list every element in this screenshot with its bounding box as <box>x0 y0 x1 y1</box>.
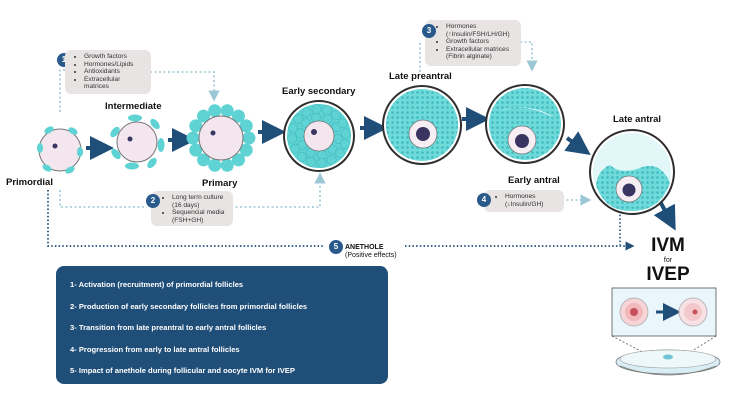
granulosa-cell <box>197 153 211 167</box>
granulosa-cell <box>311 104 322 115</box>
ivm-for: for <box>663 257 673 264</box>
legend-item: 1- Activation (recruitment) of primordia… <box>70 280 244 289</box>
legend-item: 4- Progression from early to late antral… <box>70 344 240 354</box>
stage-label-early-antral: Early antral <box>508 175 560 186</box>
callout-4-item: Hormones (↓Insulin/GH) <box>505 193 560 208</box>
anethole-subtitle: (Positive effects) <box>345 252 397 259</box>
granulosa-cell <box>290 143 301 154</box>
granulosa-cell <box>317 149 327 160</box>
granulosa-cell <box>239 143 253 157</box>
granulosa-cell <box>288 123 299 134</box>
callout-3-item: Growth factors <box>446 38 515 46</box>
stage-label-primary: Primary <box>202 178 238 189</box>
granulosa-cell <box>306 156 317 167</box>
granulosa-cell <box>242 131 256 145</box>
late-preantral-follicle <box>382 85 462 165</box>
granulosa-cell <box>197 109 211 123</box>
callout-2-item: Sequencial media (FSH+GH) <box>172 209 232 224</box>
callout-1-box: Growth factors Hormones/Lipids Antioxida… <box>65 50 151 94</box>
anethole-badge: 5 <box>329 240 343 254</box>
granulosa-cell <box>331 110 342 121</box>
legend-box: 1- Activation (recruitment) of primordia… <box>56 266 388 384</box>
granulosa-cell <box>321 105 332 116</box>
granulosa-cell <box>311 112 321 123</box>
granulosa-cell <box>189 119 203 133</box>
granulosa-cell <box>293 113 304 124</box>
granulosa-cell <box>340 128 351 139</box>
callout-4-box: Hormones (↓Insulin/GH) <box>484 190 564 212</box>
late-antral-follicle <box>589 129 675 215</box>
granulosa-cell <box>208 158 222 172</box>
stage-label-late-antral: Late antral <box>613 114 662 125</box>
legend-item: 3- Transition from late preantral to ear… <box>70 323 267 332</box>
callout-1-item: Hormones/Lipids <box>84 61 145 69</box>
primordial-follicle <box>37 126 83 174</box>
granulosa-cell <box>316 157 327 168</box>
callout-2-box: Long term culture (16 days) Sequencial m… <box>151 191 233 226</box>
callout-3-box: Hormones (↑Insulin/FSH/LH/GH) Growth fac… <box>425 20 521 66</box>
callout-1-item: Antioxidants <box>84 68 145 76</box>
early-antral-follicle <box>485 84 565 164</box>
callout-3-item: Hormones (↑Insulin/FSH/LH/GH) <box>446 23 515 38</box>
stage-label-early-secondary: Early secondary <box>282 86 356 97</box>
callout-4-badge: 4 <box>477 193 491 207</box>
anethole-label: ANETHOLE (Positive effects) <box>345 244 397 260</box>
ivep-title: IVEP <box>646 264 690 285</box>
granulosa-cell <box>208 104 222 118</box>
granulosa-cell <box>337 118 348 129</box>
ivm-title: IVM <box>651 235 685 256</box>
granulosa-cell <box>239 119 253 133</box>
legend-item: 5- Impact of anethole during follicular … <box>70 366 295 375</box>
anethole-title: ANETHOLE <box>345 244 384 251</box>
granulosa-cell <box>287 133 298 144</box>
callout-1-item: Extracellular matrices <box>84 76 136 91</box>
stage-label-primordial: Primordial <box>6 177 53 188</box>
intermediate-follicle <box>110 114 165 170</box>
ivm-dish-illustration <box>611 287 721 376</box>
granulosa-cell <box>334 148 345 159</box>
granulosa-cell <box>301 107 312 118</box>
callout-1-item: Growth factors <box>84 53 145 61</box>
granulosa-cell <box>220 158 234 172</box>
granulosa-cell <box>339 138 350 149</box>
granulosa-cell <box>296 151 307 162</box>
primary-follicle <box>186 104 256 172</box>
callout-3-item: Extracellular matrices (Fibrin alginate) <box>446 46 515 61</box>
early-secondary-follicle <box>283 100 355 172</box>
stage-label-late-preantral: Late preantral <box>389 71 452 82</box>
granulosa-cell <box>189 143 203 157</box>
granulosa-cell <box>231 153 245 167</box>
callout-2-badge: 2 <box>146 194 160 208</box>
granulosa-cell <box>220 104 234 118</box>
granulosa-cell <box>326 154 337 165</box>
callout-2-item: Long term culture (16 days) <box>172 194 232 209</box>
legend-item: 2- Production of early secondary follicl… <box>70 301 308 311</box>
callout-3-badge: 3 <box>422 24 436 38</box>
anethole-line-left <box>47 190 325 247</box>
stage-label-intermediate: Intermediate <box>105 101 162 112</box>
granulosa-cell <box>186 131 200 145</box>
granulosa-cell <box>231 109 245 123</box>
